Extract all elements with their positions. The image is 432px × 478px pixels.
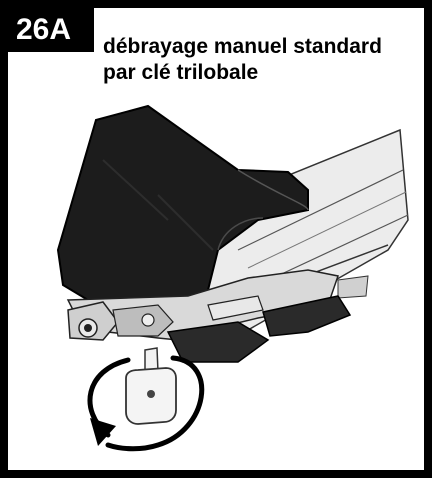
rotation-arrow-icon: [87, 355, 205, 452]
motor-housing: [56, 104, 309, 307]
step-title-line-1: débrayage manuel standard: [103, 35, 382, 58]
motor-release-illustration: [56, 104, 409, 452]
step-title-line-2: par clé trilobale: [103, 61, 259, 84]
step-title: débrayage manuel standard par clé trilob…: [103, 34, 421, 86]
release-mechanism: [66, 269, 352, 363]
step-number-badge: 26A: [8, 8, 94, 52]
trilobe-key-icon: [125, 347, 177, 425]
top-rule: [0, 0, 432, 6]
